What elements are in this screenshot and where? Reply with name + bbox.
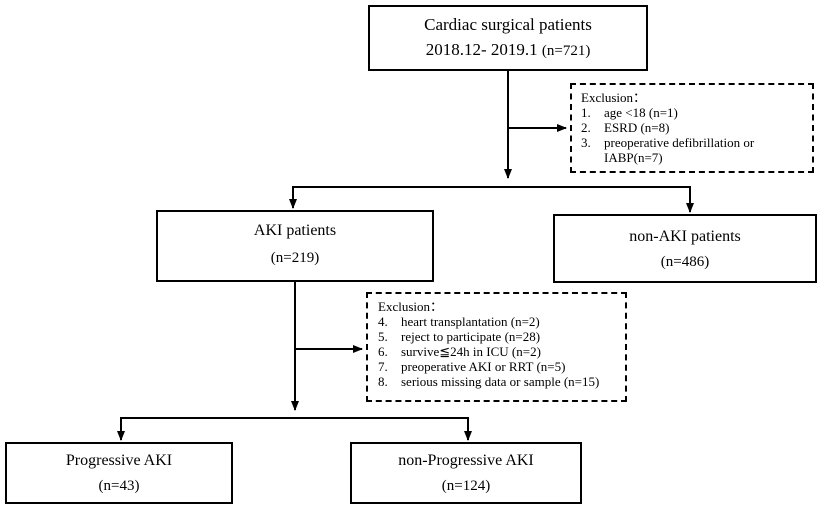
exclusion-box-2: Exclusion： 4. heart transplantation (n=2…: [366, 292, 627, 402]
exclusion-item: 2. ESRD (n=8): [581, 120, 806, 135]
exclusion-item-text: heart transplantation (n=2): [401, 314, 540, 329]
exclusion-item: 1. age <18 (n=1): [581, 105, 806, 120]
exclusion-item-number: 4.: [378, 314, 388, 329]
non-aki-patients-box: non-AKI patients (n=486): [553, 214, 817, 283]
non-progressive-box-count: (n=124): [441, 478, 491, 494]
exclusion-title: Exclusion：: [378, 299, 443, 314]
exclusion-item-text: age <18 (n=1): [604, 105, 678, 120]
exclusion-item: 7. preoperative AKI or RRT (n=5): [378, 359, 619, 374]
exclusion-item-text: survive≦24h in ICU (n=2): [401, 344, 541, 359]
top-box-title: Cardiac surgical patients: [424, 15, 592, 34]
aki-box-title: AKI patients: [253, 222, 337, 239]
progressive-box-title: Progressive AKI: [65, 452, 173, 469]
exclusion-item: 8. serious missing data or sample (n=15): [378, 374, 619, 389]
non-aki-box-count: (n=486): [660, 254, 710, 270]
exclusion-item: 5. reject to participate (n=28): [378, 329, 619, 344]
top-box-dates: 2018.12- 2019.1: [425, 40, 538, 59]
exclusion-item-number: 5.: [378, 329, 388, 344]
exclusion-title: Exclusion：: [581, 90, 646, 105]
exclusion-item-number: 6.: [378, 344, 388, 359]
exclusion-item-number: 8.: [378, 374, 388, 389]
aki-patients-box: AKI patients (n=219): [156, 210, 434, 282]
exclusion-item: 6. survive≦24h in ICU (n=2): [378, 344, 619, 359]
progressive-box-count: (n=43): [98, 478, 140, 494]
exclusion-item-text: preoperative AKI or RRT (n=5): [401, 359, 566, 374]
non-aki-box-title: non-AKI patients: [629, 228, 741, 245]
exclusion-box-1: Exclusion： 1. age <18 (n=1) 2. ESRD (n=8…: [570, 83, 814, 173]
exclusion-item: 3. preoperative defibrillation or IABP(n…: [581, 135, 806, 165]
aki-box-count: (n=219): [270, 250, 320, 266]
exclusion-item-text: serious missing data or sample (n=15): [401, 374, 600, 389]
exclusion-item-text: ESRD (n=8): [604, 120, 670, 135]
top-box-count: (n=721): [541, 43, 591, 59]
exclusion-item-number: 1.: [581, 105, 591, 120]
progressive-aki-box: Progressive AKI (n=43): [5, 442, 233, 504]
exclusion-item-text: reject to participate (n=28): [401, 329, 541, 344]
non-progressive-box-title: non-Progressive AKI: [398, 452, 534, 469]
non-progressive-aki-box: non-Progressive AKI (n=124): [350, 442, 582, 504]
exclusion-item-number: 7.: [378, 359, 388, 374]
exclusion-item-number: 3.: [581, 135, 591, 150]
cardiac-surgical-patients-box: Cardiac surgical patients 2018.12- 2019.…: [368, 5, 648, 71]
exclusion-item: 4. heart transplantation (n=2): [378, 314, 619, 329]
exclusion-item-text: preoperative defibrillation or IABP(n=7): [604, 135, 755, 165]
exclusion-item-number: 2.: [581, 120, 591, 135]
top-box-period: 2018.12- 2019.1 (n=721): [370, 40, 646, 60]
